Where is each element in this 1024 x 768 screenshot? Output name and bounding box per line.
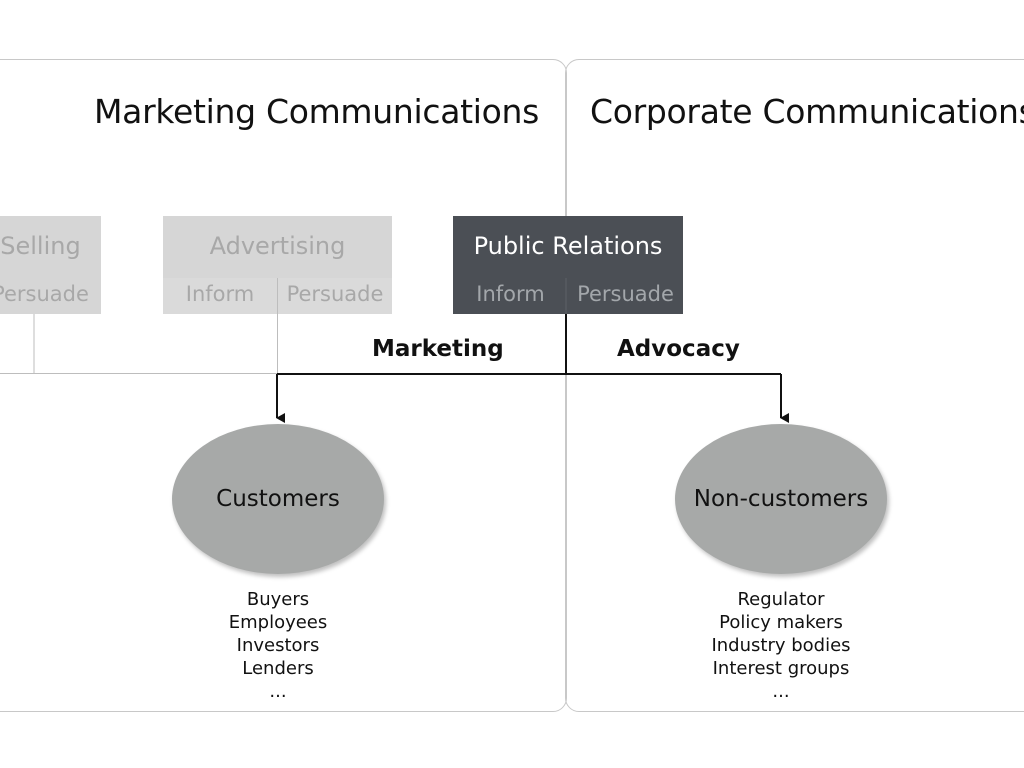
noncustomers-ellipse: Non-customers [675,424,887,574]
list-item: Interest groups [712,658,850,679]
customers-label: Customers [216,486,340,512]
advocacy-flow-label: Advocacy [617,336,740,362]
list-item: ... [772,681,790,702]
marketing-flow-label: Marketing [372,336,504,362]
marketing-communications-panel [0,59,567,712]
selling-persuade-label: Persuade [0,282,89,306]
corporate-communications-panel [565,59,1024,712]
list-item: Policy makers [719,612,843,633]
customers-ellipse: Customers [172,424,384,574]
list-item: Investors [236,635,320,656]
selling-label: Selling [0,232,81,260]
public-relations-label: Public Relations [473,232,663,260]
advertising-inform-label: Inform [185,282,255,306]
customers-list: Buyers Employees Investors Lenders ... [158,588,398,703]
list-item: Industry bodies [711,635,851,656]
advertising-label: Advertising [209,232,346,260]
selling-box: Selling Persuade [0,216,101,314]
list-item: Lenders [242,658,314,679]
list-item: ... [269,681,287,702]
advertising-persuade-label: Persuade [286,282,384,306]
list-item: Buyers [246,589,310,610]
list-item: Employees [228,612,328,633]
public-relations-box: Public Relations Inform Persuade [453,216,683,314]
corporate-communications-title: Corporate Communications [590,92,1024,131]
public-relations-persuade-label: Persuade [577,282,674,306]
list-item: Regulator [737,589,825,610]
noncustomers-list: Regulator Policy makers Industry bodies … [661,588,901,703]
public-relations-inform-label: Inform [476,282,545,306]
marketing-communications-title: Marketing Communications [94,92,540,131]
noncustomers-label: Non-customers [693,486,869,512]
